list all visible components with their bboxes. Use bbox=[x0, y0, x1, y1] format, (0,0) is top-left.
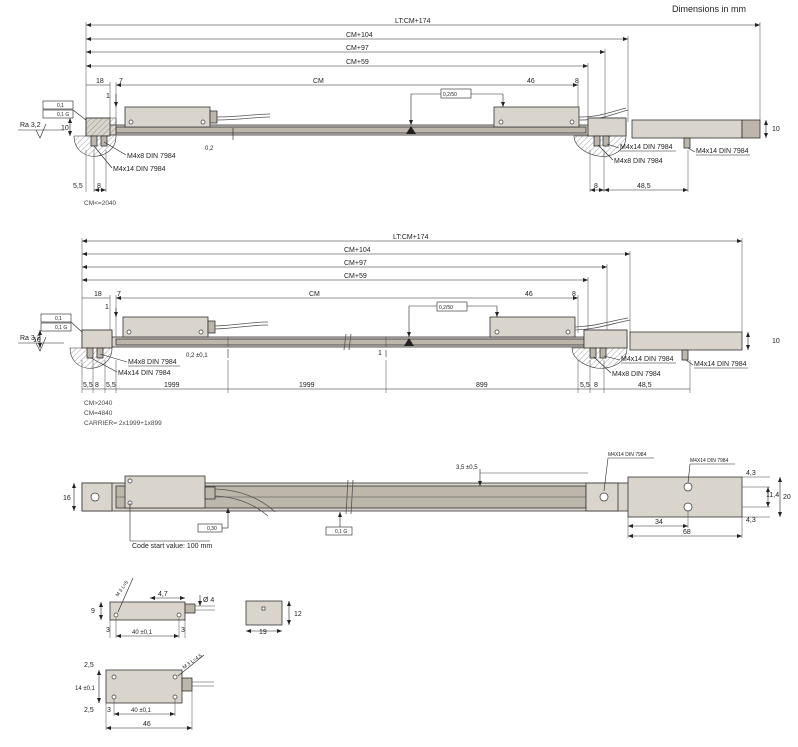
dim-3: 3 bbox=[107, 707, 111, 714]
screw-label-1: M4x8 DIN 7984 bbox=[128, 359, 177, 366]
dim-48-5: 48,5 bbox=[638, 382, 652, 389]
dim-cm59: CM+59 bbox=[344, 273, 367, 280]
width-19: 19 bbox=[259, 629, 267, 636]
note-carrier: CARRIER= 2x1999+1x899 bbox=[84, 420, 162, 427]
dim-cm97: CM+97 bbox=[346, 45, 369, 52]
dim-40: 40 ±0,1 bbox=[132, 630, 153, 636]
dim-11-4: 11,4 bbox=[766, 492, 779, 499]
height-right: 10 bbox=[772, 338, 780, 345]
tol-ref-g: 0,1 G bbox=[335, 529, 347, 535]
dim-8-left: 8 bbox=[97, 183, 101, 190]
view-cm-up-to-2040: LT:CM+174 CM+104 CM+97 CM+59 CM 18 7 46 … bbox=[18, 18, 780, 207]
dim-5-5-c: 5,5 bbox=[580, 382, 590, 389]
dim-46: 46 bbox=[143, 721, 151, 728]
carrier-seg-1: 1999 bbox=[164, 382, 180, 389]
screw-label-3: M4x14 DIN 7984 bbox=[621, 356, 674, 363]
tol-flatness: 0,2/50 bbox=[439, 305, 453, 311]
units-note: Dimensions in mm bbox=[672, 4, 746, 14]
screw-top-b: M4X14 DIN 7984 bbox=[690, 458, 729, 464]
thread-m3: M 3 L=4,5 bbox=[182, 653, 204, 671]
dim-7: 7 bbox=[119, 78, 123, 85]
dim-18: 18 bbox=[94, 291, 102, 298]
dim-46: 46 bbox=[525, 291, 533, 298]
dim-20: 20 bbox=[783, 494, 791, 501]
screw-label-5: M4x14 DIN 7984 bbox=[694, 361, 747, 368]
dim-4-7: 4,7 bbox=[158, 591, 168, 598]
dim-5-5: 5,5 bbox=[73, 183, 83, 190]
dim-cm104: CM+104 bbox=[344, 247, 371, 254]
dim-8-right: 8 bbox=[594, 183, 598, 190]
tol-left-b: 0,1 G bbox=[55, 325, 67, 331]
dim-68: 68 bbox=[683, 529, 691, 536]
dim-cm: CM bbox=[313, 78, 324, 85]
view-cm-over-2040: LT:CM+174 CM+104 CM+97 CM+59 CM 18 7 46 … bbox=[18, 234, 780, 427]
screw-label-5: M4x14 DIN 7984 bbox=[696, 148, 749, 155]
tol-flatness: 0,2/50 bbox=[443, 92, 457, 98]
roughness-left: Ra 3,2 bbox=[20, 335, 41, 342]
screw-label-2: M4x14 DIN 7984 bbox=[118, 370, 171, 377]
dim-8-left: 8 bbox=[95, 382, 99, 389]
dim-3-b: 3 bbox=[181, 627, 185, 634]
height-left: 10 bbox=[61, 125, 69, 132]
dim-46: 46 bbox=[527, 78, 535, 85]
dim-8-right: 8 bbox=[594, 382, 598, 389]
dim-0-2: 0,2 ±0,1 bbox=[186, 353, 208, 359]
view-top: 16 3,5 ±0,5 M4X14 DIN 7984 M4X14 DIN 798… bbox=[63, 452, 791, 550]
height-12: 12 bbox=[294, 611, 302, 618]
tol-parallel: 0,30 bbox=[207, 526, 217, 532]
view-readhead-top: 2,5 M 3 L=4,5 14 ±0,1 2,5 3 40 ±0,1 46 bbox=[75, 653, 214, 730]
screw-label-4: M4x8 DIN 7984 bbox=[612, 371, 661, 378]
dim-3-a: 3 bbox=[106, 627, 110, 634]
dim-3-5: 3,5 ±0,5 bbox=[456, 465, 478, 471]
dim-cm59: CM+59 bbox=[346, 59, 369, 66]
dim-1-b: 1 bbox=[378, 350, 382, 357]
dim-8: 8 bbox=[575, 78, 579, 85]
dim-0-2: 0,2 bbox=[205, 146, 214, 152]
view-readhead-side: 9 M 3 L=5 4,7 Ø 4 3 40 ±0,1 3 12 19 bbox=[91, 577, 302, 638]
dim-8: 8 bbox=[572, 291, 576, 298]
height-left: 10 bbox=[33, 337, 41, 344]
screw-label-4: M4x8 DIN 7984 bbox=[614, 158, 663, 165]
dim-cm: CM bbox=[309, 291, 320, 298]
screw-top-a: M4X14 DIN 7984 bbox=[608, 452, 647, 458]
screw-label-1: M4x8 DIN 7984 bbox=[127, 153, 176, 160]
note-cm-range: CM<=2040 bbox=[84, 200, 117, 207]
dim-1-a: 1 bbox=[105, 304, 109, 311]
carrier-seg-3: 899 bbox=[476, 382, 488, 389]
height-9: 9 bbox=[91, 608, 95, 615]
dim-48-5: 48,5 bbox=[637, 183, 651, 190]
dim-4-3-b: 4,3 bbox=[746, 517, 756, 524]
screw-label-2: M4x14 DIN 7984 bbox=[113, 166, 166, 173]
dim-18: 18 bbox=[96, 78, 104, 85]
height-14: 14 ±0,1 bbox=[75, 686, 96, 692]
carrier-seg-2: 1999 bbox=[299, 382, 315, 389]
tol-left-a: 0,1 bbox=[55, 316, 62, 322]
dim-2-5-b: 2,5 bbox=[84, 707, 94, 714]
screw-label-3: M4x14 DIN 7984 bbox=[620, 144, 673, 151]
dim-cm104: CM+104 bbox=[346, 32, 373, 39]
dim-2-5-a: 2,5 bbox=[84, 662, 94, 669]
dim-40: 40 ±0,1 bbox=[131, 708, 152, 714]
dim-lt: LT:CM+174 bbox=[393, 234, 429, 241]
dim-cm97: CM+97 bbox=[344, 260, 367, 267]
tol-left-b: 0,1 G bbox=[57, 112, 69, 118]
dim-4-3-a: 4,3 bbox=[746, 470, 756, 477]
height-right: 10 bbox=[772, 126, 780, 133]
roughness-left: Ra 3,2 bbox=[20, 122, 41, 129]
height-16: 16 bbox=[63, 495, 71, 502]
tol-left-a: 0,1 bbox=[57, 103, 64, 109]
dim-34: 34 bbox=[655, 519, 663, 526]
code-start-note: Code start value: 100 mm bbox=[132, 543, 212, 550]
dim-lt: LT:CM+174 bbox=[395, 18, 431, 25]
dim-5-5-a: 5,5 bbox=[83, 382, 93, 389]
dim-7: 7 bbox=[117, 291, 121, 298]
note-cm-value: CM=4840 bbox=[84, 410, 113, 417]
dim-5-5-b: 5,5 bbox=[106, 382, 116, 389]
dia-4: Ø 4 bbox=[203, 597, 214, 604]
note-cm-range: CM>2040 bbox=[84, 400, 113, 407]
dim-1: 1 bbox=[106, 93, 110, 100]
